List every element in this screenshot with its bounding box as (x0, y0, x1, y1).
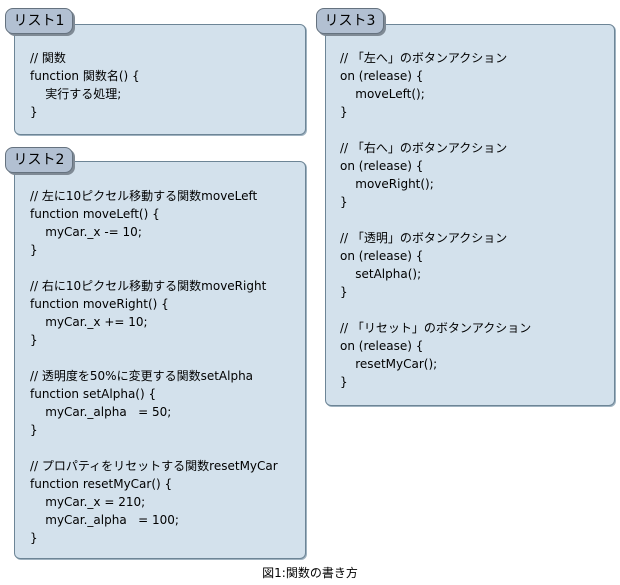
list1-panel (14, 24, 306, 135)
list3-code: // 「左へ」のボタンアクション on (release) { moveLeft… (340, 51, 532, 389)
list2-panel (14, 161, 306, 559)
list2-title: リスト2 (5, 147, 73, 173)
list3-panel (325, 24, 615, 406)
figure-caption: 図1:関数の書き方 (262, 566, 358, 580)
list2-code: // 左に10ピクセル移動する関数moveLeft function moveL… (30, 189, 278, 545)
list1-code: // 関数 function 関数名() { 実行する処理; } (30, 51, 140, 119)
list3-title: リスト3 (316, 8, 384, 34)
list1-title: リスト1 (5, 8, 73, 34)
